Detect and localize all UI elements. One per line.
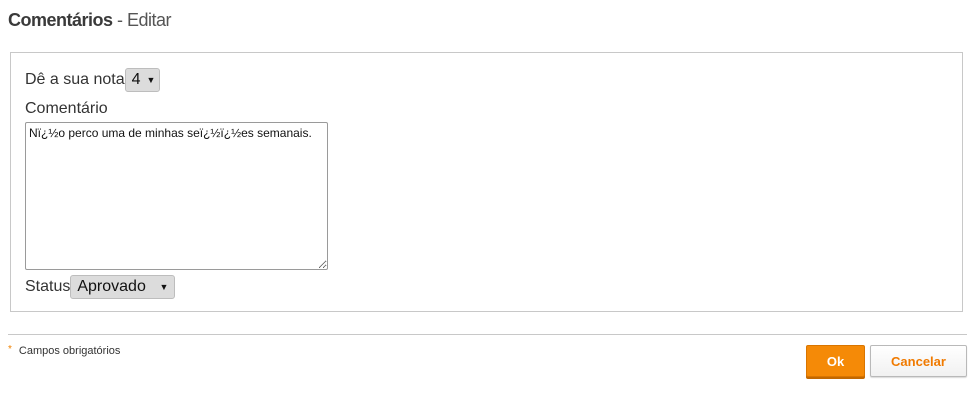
asterisk-icon: * bbox=[8, 343, 12, 355]
ok-button[interactable]: Ok bbox=[806, 345, 865, 377]
comment-textarea[interactable]: Nï¿½o perco uma de minhas seï¿½ï¿½es sem… bbox=[25, 122, 328, 270]
caret-down-icon: ▼ bbox=[146, 75, 156, 85]
status-row: Status Aprovado ▼ bbox=[25, 275, 176, 299]
rating-select-value: 4 bbox=[131, 71, 141, 88]
required-fields-note: * Campos obrigatórios bbox=[8, 343, 121, 358]
page-title: Comentários - Editar bbox=[8, 10, 172, 31]
edit-comment-form: Dê a sua nota 4 ▼ Comentário Nï¿½o perco… bbox=[10, 52, 963, 312]
status-select[interactable]: Aprovado ▼ bbox=[70, 275, 176, 299]
rating-label: Dê a sua nota bbox=[25, 71, 125, 88]
status-label: Status bbox=[25, 278, 71, 295]
status-select-value: Aprovado bbox=[77, 278, 146, 295]
caret-down-icon: ▼ bbox=[159, 282, 169, 292]
required-fields-text: Campos obrigatórios bbox=[18, 345, 121, 357]
comment-label: Comentário bbox=[25, 100, 108, 117]
rating-row: Dê a sua nota 4 ▼ bbox=[25, 68, 160, 92]
page-title-main: Comentários bbox=[8, 10, 113, 30]
footer-divider bbox=[8, 334, 967, 335]
cancel-button[interactable]: Cancelar bbox=[870, 345, 967, 377]
rating-select[interactable]: 4 ▼ bbox=[124, 68, 160, 92]
page-title-suffix: - Editar bbox=[112, 10, 172, 30]
